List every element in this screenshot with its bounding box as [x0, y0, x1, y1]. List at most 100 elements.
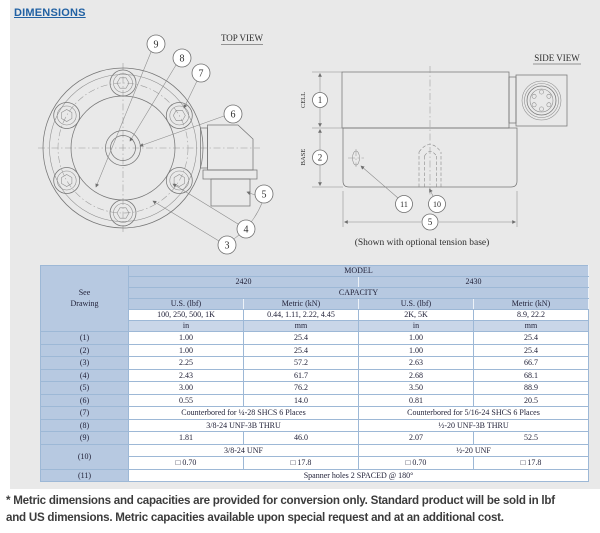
top-view-drawing: TOP VIEW [38, 33, 274, 255]
row-label: (11) [40, 468, 129, 482]
side-view-label: SIDE VIEW [534, 53, 580, 63]
row-label: (5) [40, 381, 129, 395]
top-view-label: TOP VIEW [221, 33, 264, 43]
row-label: (4) [40, 368, 129, 382]
table-row: (1) 1.00 25.4 1.00 25.4 [40, 331, 589, 345]
table-row: (6) 0.55 14.0 0.81 20.5 [40, 393, 589, 407]
callout-1: 1 [318, 95, 323, 105]
table-cell: 3.50 [358, 381, 474, 395]
side-view-caption: (Shown with optional tension base) [355, 237, 490, 248]
cell-body [341, 71, 510, 129]
unit-header: Metric (kN) [473, 298, 589, 310]
table-cell: □ 0.70 [358, 456, 474, 470]
callout-7: 7 [199, 69, 204, 80]
dimensions-heading-link[interactable]: DIMENSIONS [14, 7, 86, 19]
unit-row: in [358, 320, 474, 332]
model-header: MODEL [128, 265, 589, 277]
table-cell: 3/8-24 UNF [128, 443, 359, 457]
callout-4: 4 [244, 225, 249, 236]
unit-header: U.S. (lbf) [128, 298, 244, 310]
callout-5-side: 5 [428, 217, 433, 227]
table-cell: 25.4 [243, 343, 359, 357]
table-cell: ½-20 UNF [358, 443, 589, 457]
callout-8: 8 [180, 54, 185, 65]
table-cell: 0.81 [358, 393, 474, 407]
table-cell: 1.00 [358, 331, 474, 345]
hidden-threaded-hole [418, 144, 442, 187]
unit-header: Metric (kN) [243, 298, 359, 310]
metric-footnote: * Metric dimensions and capacities are p… [6, 492, 600, 526]
row-label: (6) [40, 393, 129, 407]
side-slot [348, 149, 364, 167]
capacity-values: 2K, 5K [358, 309, 474, 321]
table-cell: 2.63 [358, 356, 474, 370]
table-cell: 61.7 [243, 368, 359, 382]
unit-header: U.S. (lbf) [358, 298, 474, 310]
table-cell: 2.68 [358, 368, 474, 382]
top-view-leaders [95, 51, 263, 242]
table-cell: 20.5 [473, 393, 589, 407]
see-drawing-header: See Drawing [40, 265, 129, 332]
callout-9: 9 [154, 40, 159, 51]
table-cell: 25.4 [473, 343, 589, 357]
capacity-values: 100, 250, 500, 1K [128, 309, 244, 321]
cell-axis-label: CELL [300, 92, 307, 108]
table-cell: 14.0 [243, 393, 359, 407]
table-row: (8) 3/8-24 UNF-3B THRU ½-20 UNF-3B THRU [40, 418, 589, 432]
table-cell: □ 0.70 [128, 456, 244, 470]
side-view-drawing: SIDE VIEW [300, 53, 581, 248]
row-label: (3) [40, 356, 129, 370]
table-cell: 3.00 [128, 381, 244, 395]
table-cell: 46.0 [243, 431, 359, 445]
model-2420-header: 2420 [128, 276, 359, 288]
bolt-holes [53, 69, 193, 227]
footnote-line: and US dimensions. Metric capacities ava… [6, 511, 504, 524]
table-cell: 1.00 [128, 331, 244, 345]
table-cell: ½-20 UNF-3B THRU [358, 418, 589, 432]
connector-pins [531, 89, 552, 112]
table-cell: Counterbored for 5/16-24 SHCS 6 Places [358, 406, 589, 420]
dimensions-table: See Drawing MODEL 2420 2430 CAPACITY U.S… [40, 265, 589, 482]
row-label: (10) [40, 443, 129, 470]
table-cell: Spanner holes 2 SPACED @ 180° [128, 468, 589, 482]
table-cell: 25.4 [243, 331, 359, 345]
callout-11: 11 [400, 200, 408, 209]
table-cell: 0.55 [128, 393, 244, 407]
table-cell: 25.4 [473, 331, 589, 345]
table-cell: 3/8-24 UNF-3B THRU [128, 418, 359, 432]
table-row: (5) 3.00 76.2 3.50 88.9 [40, 381, 589, 395]
tension-base [342, 127, 518, 188]
row-label: (7) [40, 406, 129, 420]
table-row: (9) 1.81 46.0 2.07 52.5 [40, 431, 589, 445]
unit-row: mm [243, 320, 359, 332]
flange-outer-circle [42, 67, 204, 229]
table-cell: 1.81 [128, 431, 244, 445]
row-label: (1) [40, 331, 129, 345]
side-view-callouts: 1 2 11 10 5 [312, 92, 446, 231]
table-cell: 68.1 [473, 368, 589, 382]
cell-base-dimensions: CELL BASE [300, 71, 343, 188]
table-cell: 88.9 [473, 381, 589, 395]
bolt-circle [57, 82, 189, 214]
unit-row: mm [473, 320, 589, 332]
table-row: □ 0.70 □ 17.8 □ 0.70 □ 17.8 [41, 456, 589, 470]
table-cell: 2.43 [128, 368, 244, 382]
center-hole [105, 130, 141, 166]
callout-10: 10 [433, 200, 441, 209]
table-row: (3) 2.25 57.2 2.63 66.7 [40, 356, 589, 370]
row-label: (8) [40, 418, 129, 432]
unit-row: in [128, 320, 244, 332]
table-cell: Counterbored for ¼-28 SHCS 6 Places [128, 406, 359, 420]
callout-2: 2 [318, 153, 323, 163]
table-cell: 52.5 [473, 431, 589, 445]
capacity-values: 0.44, 1.11, 2.22, 4.45 [243, 309, 359, 321]
connector-housing [515, 74, 568, 127]
table-cell: 2.25 [128, 356, 244, 370]
footnote-line: * Metric dimensions and capacities are p… [6, 494, 555, 507]
table-row: (7) Counterbored for ¼-28 SHCS 6 Places … [40, 406, 589, 420]
table-cell: 76.2 [243, 381, 359, 395]
table-cell: 2.07 [358, 431, 474, 445]
table-cell: 66.7 [473, 356, 589, 370]
table-row: (11) Spanner holes 2 SPACED @ 180° [40, 468, 589, 482]
callout-5-top: 5 [262, 190, 267, 201]
